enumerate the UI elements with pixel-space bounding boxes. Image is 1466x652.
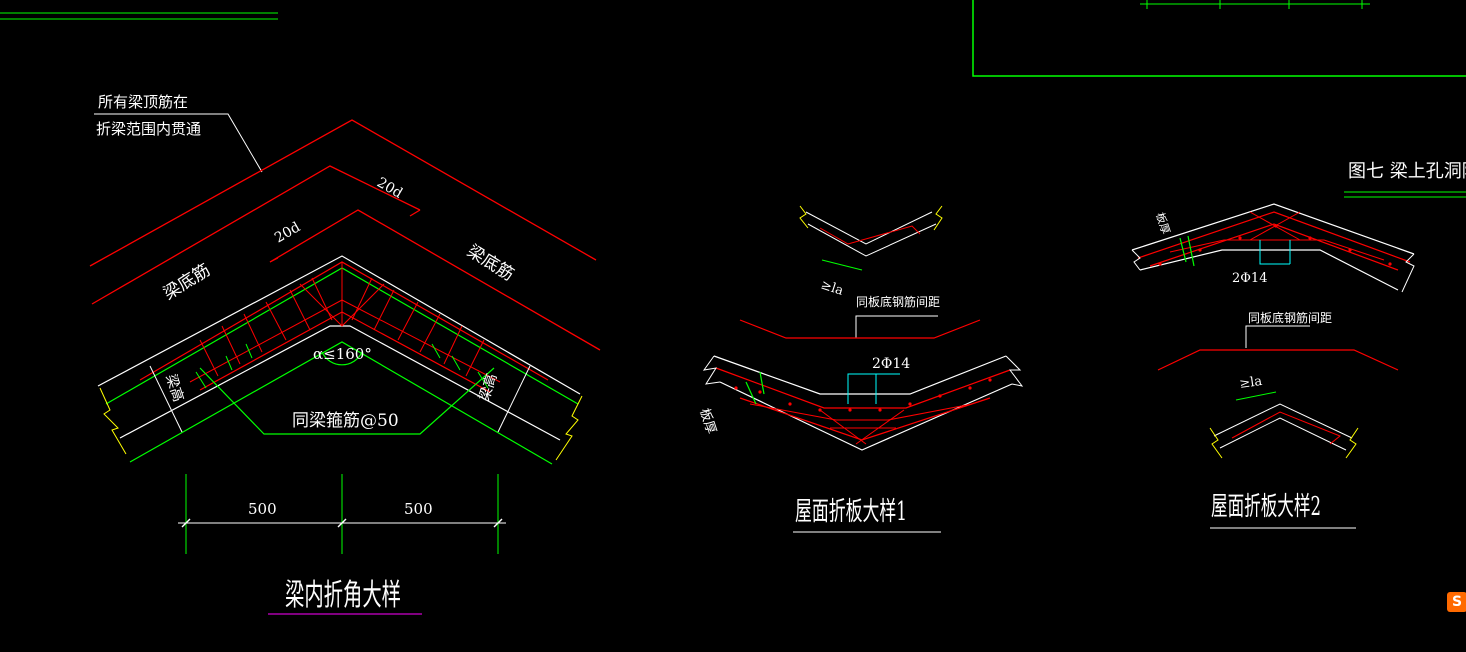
beam-bottom-edge: [119, 325, 561, 441]
plate-top-edge: [713, 355, 1007, 395]
figure-caption: 图七 梁上孔洞附: [1348, 161, 1466, 182]
spacing-note-2: 同板底钢筋间距: [1248, 310, 1332, 325]
thickness-label-1: 板厚: [696, 407, 718, 436]
outer-top-bar: [89, 119, 597, 267]
dimension-group: [185, 474, 499, 554]
anchorage-label-2: ≥la: [1238, 374, 1263, 392]
stirrup-zone-outline: [199, 367, 495, 435]
third-top-bar: [269, 209, 601, 351]
top-right-frame-fragment: [972, 0, 1466, 77]
dim-left-value: 500: [248, 500, 277, 518]
right-beam-bottom-bar-label: 梁底筋: [463, 241, 517, 285]
label-20d-outer: 20d: [374, 175, 405, 202]
left-beam-bottom-bar-label: 梁底筋: [160, 260, 214, 304]
beam-fold-detail-title: 梁内折角大样: [285, 578, 401, 613]
label-20d-inner: 20d: [272, 219, 303, 246]
roof-fold-plate-detail-2: 图七 梁上孔洞附 2Φ14 板厚 同板底钢筋间距: [1131, 161, 1466, 529]
top-bar-note-line1: 所有梁顶筋在: [98, 93, 188, 111]
dim-right-value: 500: [404, 500, 433, 518]
rebar-note-2: 2Φ14: [1232, 271, 1267, 286]
spacing-note-1: 同板底钢筋间距: [856, 294, 940, 309]
right-break-symbol: [555, 395, 583, 461]
note-leader: [94, 113, 263, 173]
top-left-title-fragment: [0, 12, 278, 20]
anchorage-label-1: ≥la: [819, 278, 846, 299]
green-bottom-rebar: [129, 341, 553, 465]
input-method-icon[interactable]: S: [1447, 592, 1466, 612]
top-bar-note-line2: 折梁范围内贯通: [96, 120, 201, 138]
roof-fold-detail-1-title: 屋面折板大样1: [795, 497, 907, 527]
roof-fold-detail-2-title: 屋面折板大样2: [1211, 492, 1321, 522]
stirrup-note: 同梁箍筋@50: [292, 411, 399, 431]
beam-fold-detail: 所有梁顶筋在 折梁范围内贯通 20d 20d 梁底筋 梁底筋: [89, 93, 601, 615]
roof-fold-plate-detail-1: ≥la 同板底钢筋间距 2Φ14: [696, 205, 1024, 533]
second-top-bar: [91, 165, 421, 305]
thickness-label-2: 板厚: [1153, 211, 1173, 236]
angle-label: α≤160°: [313, 345, 372, 363]
right-beam-height-label: 梁高: [476, 371, 501, 403]
left-break-symbol: [99, 387, 127, 455]
angle-arc: [321, 351, 363, 366]
rebar-note-1: 2Φ14: [872, 356, 910, 372]
beam-top-edge: [97, 255, 581, 395]
